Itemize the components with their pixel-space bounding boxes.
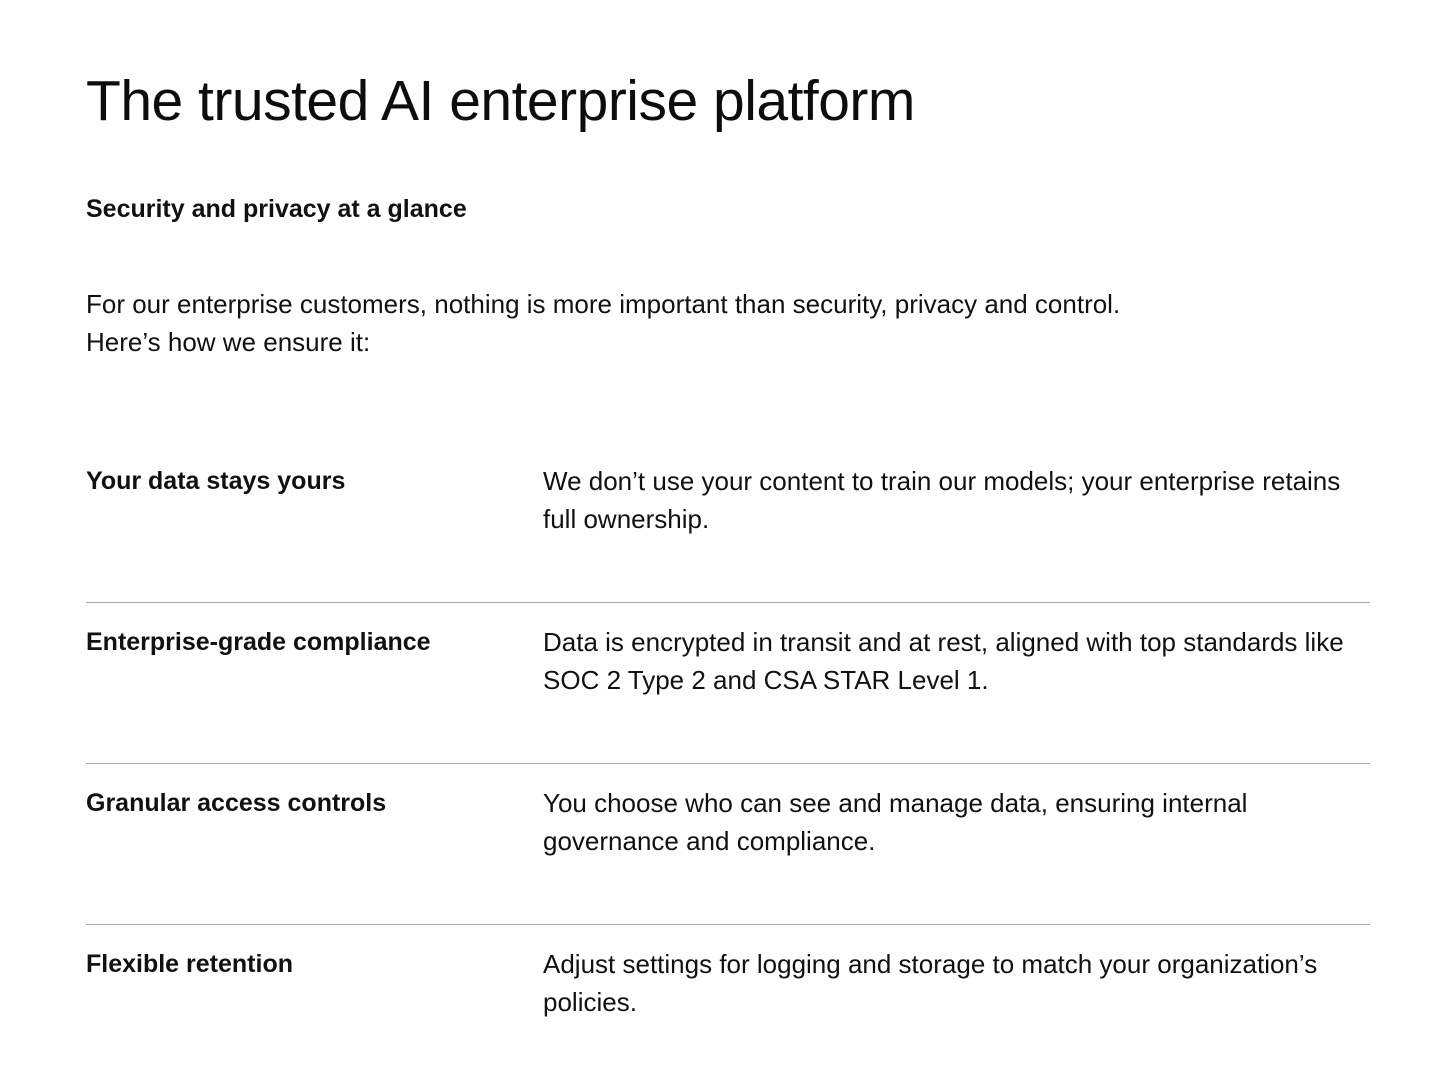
feature-list: Your data stays yours We don’t use your … [86, 442, 1370, 1086]
intro-line-1: For our enterprise customers, nothing is… [86, 289, 1121, 319]
feature-name: Granular access controls [86, 789, 387, 817]
feature-row-access-controls: Granular access controls You choose who … [86, 764, 1370, 925]
feature-description: You choose who can see and manage data, … [543, 788, 1248, 856]
section-subtitle: Security and privacy at a glance [86, 195, 467, 223]
feature-description: Data is encrypted in transit and at rest… [543, 627, 1344, 695]
feature-description: We don’t use your content to train our m… [543, 466, 1341, 534]
feature-row-compliance: Enterprise-grade compliance Data is encr… [86, 603, 1370, 764]
feature-row-retention: Flexible retention Adjust settings for l… [86, 925, 1370, 1086]
intro-line-2: Here’s how we ensure it: [86, 327, 371, 357]
intro-paragraph: For our enterprise customers, nothing is… [86, 285, 1336, 361]
feature-name: Your data stays yours [86, 467, 346, 495]
feature-name: Flexible retention [86, 950, 293, 978]
feature-description: Adjust settings for logging and storage … [543, 949, 1318, 1017]
page-title: The trusted AI enterprise platform [86, 69, 915, 133]
feature-row-data-ownership: Your data stays yours We don’t use your … [86, 442, 1370, 603]
feature-name: Enterprise-grade compliance [86, 628, 431, 656]
